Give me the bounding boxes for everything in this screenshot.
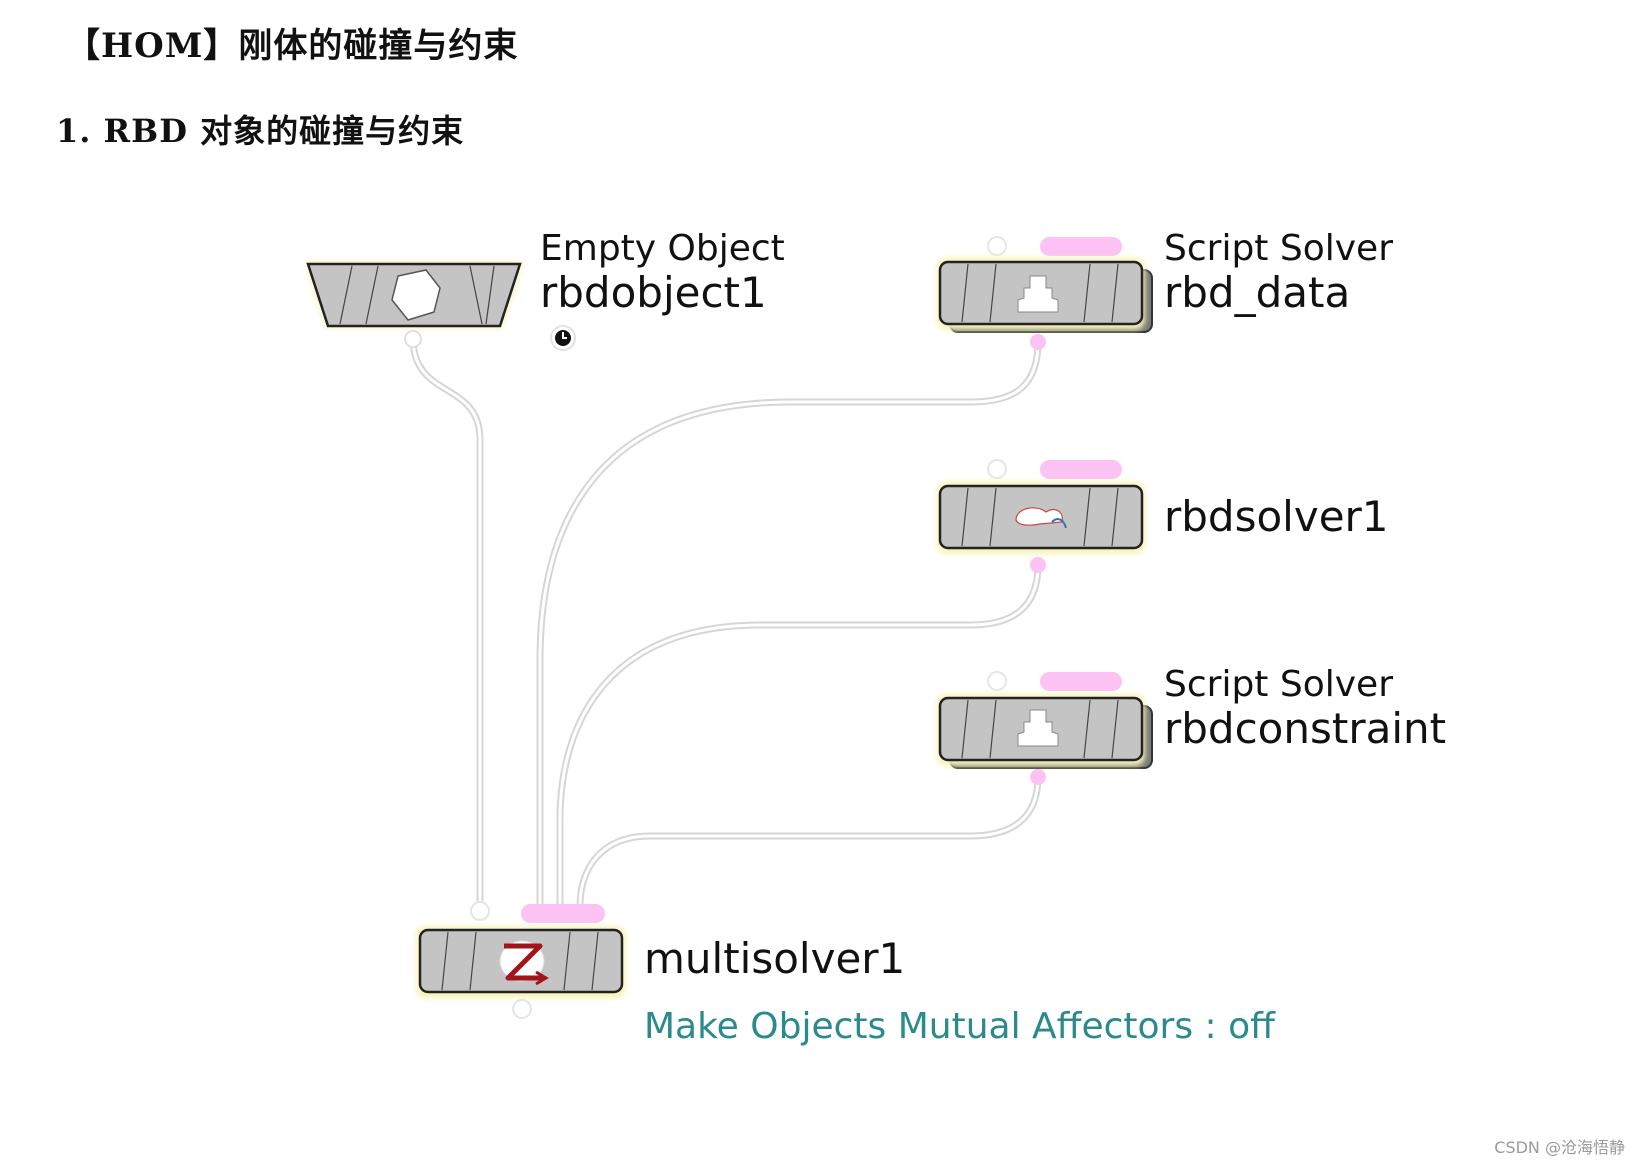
node-type-label: Empty Object [540,228,785,269]
input-connector[interactable] [470,901,490,921]
node-rbd-data[interactable] [937,236,1153,350]
input-connector[interactable] [987,459,1007,479]
node-type-label: Script Solver [1164,228,1393,269]
bypass-flag[interactable] [521,904,605,923]
node-rbdconstraint[interactable] [937,671,1153,785]
multisolver-icon [499,940,549,986]
bypass-flag[interactable] [1040,672,1122,691]
rbd-solver-icon [1015,507,1067,529]
node-name-label[interactable]: rbdsolver1 [1164,492,1389,541]
node-name-label[interactable]: rbdobject1 [540,268,767,317]
polyhedron-icon [391,269,441,321]
bypass-flag[interactable] [1040,237,1122,256]
node-type-label: Script Solver [1164,664,1393,705]
wires [409,334,1042,910]
node-parameter-note: Make Objects Mutual Affectors : off [644,1006,1275,1047]
clock-badge-icon [550,325,576,351]
output-connector[interactable] [512,999,532,1019]
input-connector[interactable] [987,671,1007,691]
node-name-label[interactable]: rbdconstraint [1164,704,1447,753]
node-rbdobject1[interactable] [305,262,523,348]
output-connector[interactable] [1030,769,1046,785]
node-multisolver1[interactable] [416,901,626,1019]
output-connector[interactable] [404,330,422,348]
script-solver-icon [1017,275,1059,313]
output-connector[interactable] [1030,557,1046,573]
page-title: 【HOM】刚体的碰撞与约束 [66,26,519,66]
input-connector[interactable] [987,236,1007,256]
output-connector[interactable] [1030,334,1046,350]
section-heading: 1. RBD 对象的碰撞与约束 [56,112,465,150]
bypass-flag[interactable] [1040,460,1122,479]
watermark: CSDN @沧海悟静 [1494,1138,1625,1157]
wire-rbdobject1-to-multisolver1 [409,334,484,904]
node-name-label[interactable]: rbd_data [1164,268,1351,317]
node-rbdsolver1[interactable] [937,459,1145,573]
script-solver-icon [1017,709,1059,747]
node-name-label[interactable]: multisolver1 [644,934,906,983]
wire-rbdconstraint-to-multisolver1 [576,773,1042,910]
